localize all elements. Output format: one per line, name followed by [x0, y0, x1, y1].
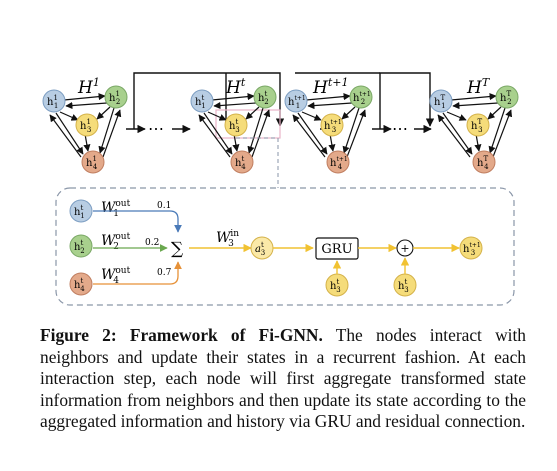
- recurrence-arrows: [126, 72, 435, 134]
- svg-text:h11: h11: [47, 94, 58, 110]
- svg-text:ht1: ht1: [195, 94, 206, 110]
- svg-text:ht3: ht3: [398, 278, 409, 294]
- svg-text:ht+14: ht+14: [330, 156, 348, 171]
- graph-label-ht1: Ht+1: [312, 76, 348, 98]
- svg-text:hT2: hT2: [500, 90, 512, 106]
- svg-text:hT1: hT1: [434, 94, 446, 110]
- graph-label-hT: HT: [466, 76, 491, 98]
- gru-box: GRU: [315, 237, 359, 260]
- flow-orange: [93, 261, 182, 285]
- svg-text:ht1: ht1: [74, 204, 85, 220]
- ellipsis-1: ⋯: [148, 119, 164, 138]
- svg-text:h13: h13: [80, 118, 91, 134]
- svg-text:ht2: ht2: [258, 90, 269, 106]
- highlight-box: [215, 109, 281, 139]
- svg-text:ht+11: ht+11: [288, 95, 306, 110]
- svg-text:at3: at3: [255, 241, 265, 257]
- weight-value-0.7: 0.7: [157, 268, 172, 278]
- svg-text:ht4: ht4: [235, 155, 246, 171]
- zoom-connector: [236, 137, 279, 188]
- svg-text:ht+13: ht+13: [324, 119, 342, 134]
- caption-text: The nodes interact with neighbors and up…: [40, 325, 526, 432]
- weight-value-0.1: 0.1: [157, 201, 171, 211]
- detail-panel: [55, 187, 515, 306]
- svg-text:ht+12: ht+12: [353, 91, 371, 106]
- caption-label: Figure 2: Framework of Fi-GNN.: [40, 325, 323, 345]
- svg-text:ht3: ht3: [229, 118, 240, 134]
- svg-text:ht3: ht3: [330, 278, 341, 294]
- sum-symbol: ∑: [171, 239, 183, 259]
- flow-blue: [93, 210, 182, 233]
- svg-text:h12: h12: [109, 90, 120, 106]
- svg-text:ht+13: ht+13: [463, 242, 481, 257]
- svg-text:+: +: [400, 242, 409, 255]
- ellipsis-2: ⋯: [392, 119, 408, 138]
- graph-label-h1: H1: [77, 76, 100, 98]
- svg-text:hT3: hT3: [471, 118, 483, 134]
- svg-text:GRU: GRU: [321, 242, 352, 257]
- svg-text:ht4: ht4: [74, 277, 85, 293]
- figure-caption: Figure 2: Framework of Fi-GNN. The nodes…: [40, 325, 526, 433]
- weight-value-0.2: 0.2: [145, 238, 159, 248]
- graph-label-ht: Ht: [225, 76, 246, 98]
- svg-text:h14: h14: [86, 155, 98, 171]
- svg-text:ht2: ht2: [74, 239, 85, 255]
- residual-add: +: [396, 239, 414, 257]
- svg-text:hT4: hT4: [477, 155, 489, 171]
